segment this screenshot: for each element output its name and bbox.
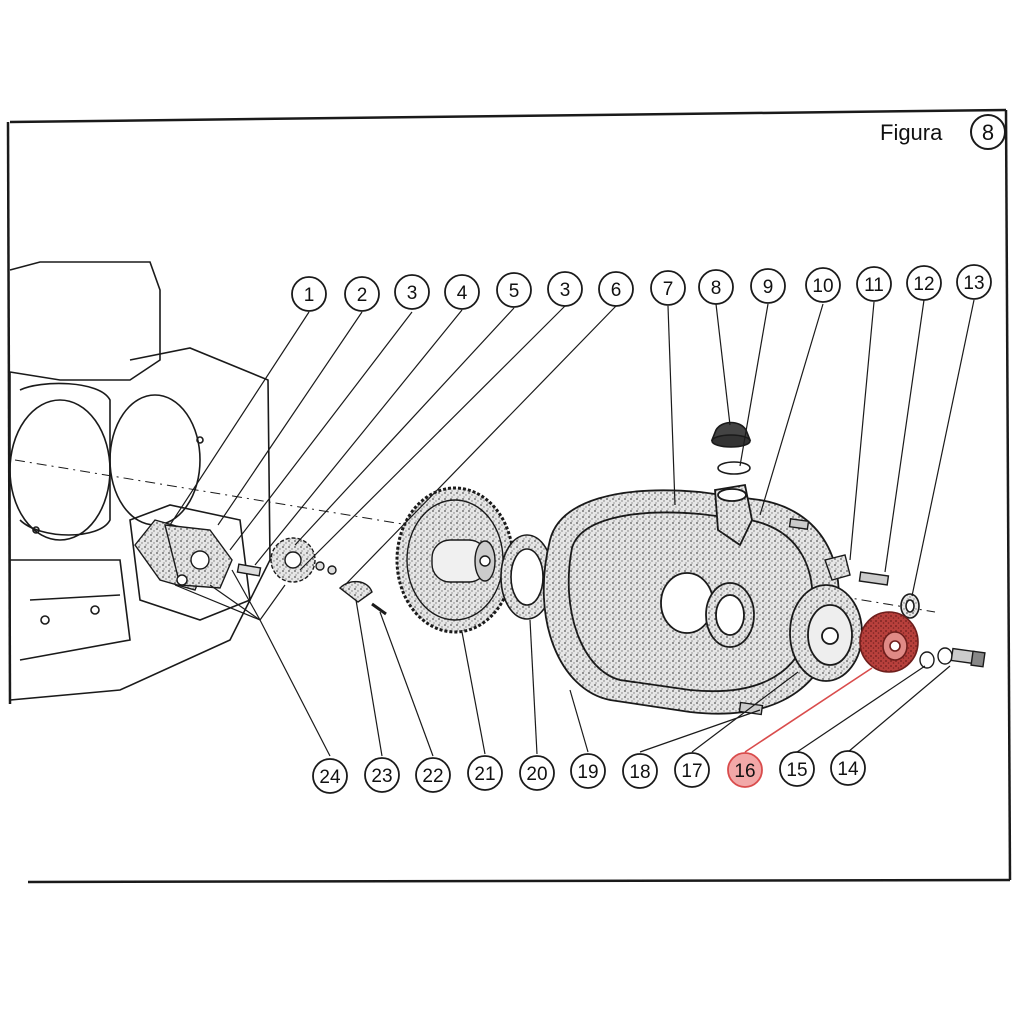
callout-8: 8 (698, 269, 734, 305)
callout-7: 7 (650, 270, 686, 306)
callout-label: 1 (304, 285, 315, 306)
callout-23: 23 (364, 757, 400, 793)
callout-3b: 3 (547, 271, 583, 307)
callout-label: 24 (319, 767, 341, 788)
callout-label: 17 (681, 761, 702, 782)
oil-pump-assembly (134, 519, 262, 591)
callout-22: 22 (415, 757, 451, 793)
callout-circle (779, 751, 815, 787)
callout-21: 21 (467, 755, 503, 791)
callout-circle (830, 750, 866, 786)
callout-label: 23 (371, 766, 392, 787)
callout-circle (415, 757, 451, 793)
callout-circle (856, 266, 892, 302)
callout-circle (444, 274, 480, 310)
callout-15: 15 (779, 751, 815, 787)
callout-circle (727, 752, 763, 788)
bracket (824, 554, 851, 581)
timing-cover (542, 483, 840, 715)
callout-3a: 3 (394, 274, 430, 310)
callout-19: 19 (570, 753, 606, 789)
leader-lines (169, 299, 975, 757)
callout-10: 10 (805, 267, 841, 303)
callout-circle (956, 264, 992, 300)
callout-4: 4 (444, 274, 480, 310)
callout-label: 6 (611, 280, 622, 301)
callout-11: 11 (856, 266, 892, 302)
washer-and-bolt (919, 647, 986, 669)
callout-circle (364, 757, 400, 793)
callout-14: 14 (830, 750, 866, 786)
callout-label: 4 (457, 283, 468, 304)
callout-circle (312, 758, 348, 794)
callout-18: 18 (622, 753, 658, 789)
callout-label: 15 (786, 760, 807, 781)
callout-17: 17 (674, 752, 710, 788)
callout-circle (698, 269, 734, 305)
callout-24: 24 (312, 758, 348, 794)
callout-label: 7 (663, 279, 674, 300)
callout-circle (674, 752, 710, 788)
callout-label: 8 (711, 278, 722, 299)
callout-circle (598, 271, 634, 307)
pulley (789, 584, 863, 682)
engine-block (9, 261, 271, 701)
callout-label: 21 (474, 764, 495, 785)
callout-6: 6 (598, 271, 634, 307)
callout-label: 12 (913, 274, 934, 295)
callout-2: 2 (344, 276, 380, 312)
callout-circle (467, 755, 503, 791)
bearing (500, 534, 554, 620)
callout-13: 13 (956, 264, 992, 300)
callout-label: 14 (837, 759, 859, 780)
callout-label: 20 (526, 764, 547, 785)
callout-16: 16 (727, 752, 763, 788)
filler-cap (710, 421, 752, 475)
callout-label: 10 (812, 276, 833, 297)
callout-label: 3 (407, 283, 418, 304)
callout-1: 1 (291, 276, 327, 312)
callout-9: 9 (750, 268, 786, 304)
callout-12: 12 (906, 265, 942, 301)
figure-title: Figura 8 (880, 114, 1006, 150)
callout-label: 9 (763, 277, 774, 298)
callout-label: 22 (422, 766, 443, 787)
large-gear (395, 486, 515, 634)
figure-word: Figura (880, 120, 943, 145)
callout-label: 11 (864, 275, 884, 296)
callout-circle (291, 276, 327, 312)
callout-circle (344, 276, 380, 312)
figure-number: 8 (982, 120, 994, 145)
callout-circle (496, 272, 532, 308)
callout-5: 5 (496, 272, 532, 308)
small-gear (270, 537, 337, 583)
callout-circle (570, 753, 606, 789)
seal-ring (900, 593, 920, 619)
callout-label: 3 (560, 280, 571, 301)
callout-20: 20 (519, 755, 555, 791)
callout-circle (622, 753, 658, 789)
callout-label: 18 (629, 762, 650, 783)
callout-circle (650, 270, 686, 306)
highlighted-hub (859, 611, 919, 673)
callout-label: 13 (963, 273, 984, 294)
woodruff-key (338, 581, 387, 616)
callout-label: 16 (734, 761, 755, 782)
callout-label: 19 (577, 762, 598, 783)
callout-circle (750, 268, 786, 304)
callout-label: 5 (509, 281, 520, 302)
callout-circle (547, 271, 583, 307)
callout-label: 2 (357, 285, 368, 306)
callout-circle (394, 274, 430, 310)
callout-circle (519, 755, 555, 791)
frame (6, 108, 1012, 884)
callout-circle (805, 267, 841, 303)
callout-circle (906, 265, 942, 301)
